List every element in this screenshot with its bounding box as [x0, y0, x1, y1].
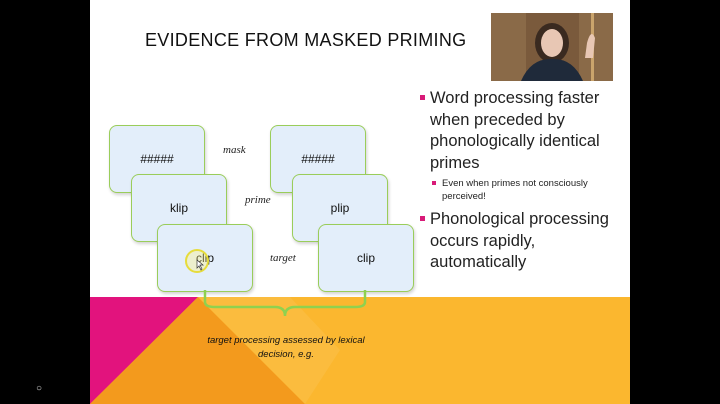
prime-label: prime [245, 194, 271, 206]
presenter-video-icon [491, 13, 613, 81]
background-shapes [90, 297, 630, 404]
comparison-bracket [203, 290, 367, 317]
slide-title: EVIDENCE FROM MASKED PRIMING [145, 30, 467, 50]
presenter-webcam [491, 13, 613, 81]
slide: EVIDENCE FROM MASKED PRIMING ##### klip … [90, 0, 630, 404]
bullet-text: Word processing faster when preceded by … [430, 89, 600, 172]
target-label: target [270, 252, 296, 264]
bullet-square-icon [420, 95, 425, 100]
circle-marker-icon: ○ [36, 383, 43, 394]
dark-orange-wedge [90, 297, 305, 404]
sub-bullet-item: Even when primes not consciously perceiv… [420, 177, 620, 203]
bracket-caption: target processing assessed by lexical de… [207, 335, 365, 360]
bullet-item: Word processing faster when preceded by … [420, 88, 620, 174]
mask-label: mask [223, 144, 246, 156]
sub-bullet-square-icon [432, 181, 436, 185]
bullet-square-icon [420, 216, 425, 221]
bullet-item: Phonological processing occurs rapidly, … [420, 209, 620, 274]
target-card-right: clip [318, 224, 414, 292]
pointer-icon [185, 249, 209, 273]
light-orange-wedge [198, 297, 340, 404]
bullet-text: Phonological processing occurs rapidly, … [430, 210, 609, 271]
bullet-list: Word processing faster when preceded by … [420, 88, 620, 277]
sub-bullet-text: Even when primes not consciously perceiv… [442, 178, 588, 202]
